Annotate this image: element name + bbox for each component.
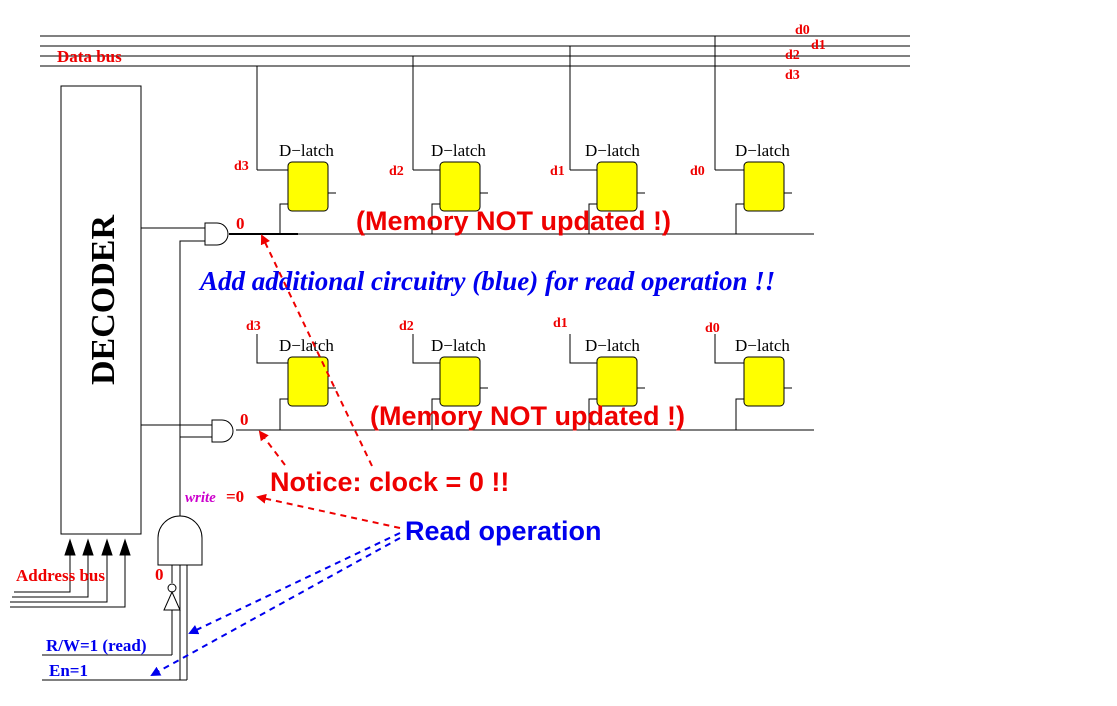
en-label: En=1 bbox=[49, 661, 88, 680]
data-bus-label: Data bus bbox=[57, 47, 122, 66]
svg-text:d0: d0 bbox=[705, 321, 720, 336]
svg-text:d2: d2 bbox=[399, 319, 414, 334]
inverter-triangle bbox=[163, 590, 181, 611]
rw-label: R/W=1 (read) bbox=[46, 636, 147, 655]
write-and-gate bbox=[157, 515, 203, 566]
bus-bit-label: d1 bbox=[811, 38, 826, 53]
d-latch: D−latch d2 bbox=[389, 141, 488, 234]
svg-text:D−latch: D−latch bbox=[735, 336, 790, 355]
d-latch: D−latch d0 bbox=[705, 321, 792, 430]
svg-text:D−latch: D−latch bbox=[735, 141, 790, 160]
bus-taps bbox=[256, 36, 716, 170]
svg-text:D−latch: D−latch bbox=[431, 336, 486, 355]
latch-row-2: D−latch d3 D−latch d2 D−latch d1 D−latch bbox=[246, 316, 792, 430]
data-bus bbox=[40, 35, 910, 67]
read-operation-label: Read operation bbox=[405, 516, 602, 546]
svg-text:d1: d1 bbox=[553, 316, 568, 331]
svg-text:d3: d3 bbox=[246, 319, 261, 334]
bus-bit-label: d2 bbox=[785, 48, 800, 63]
bus-bit-label: d3 bbox=[785, 68, 800, 83]
d-latch: D−latch d3 bbox=[246, 319, 336, 430]
svg-text:d1: d1 bbox=[550, 164, 565, 179]
address-bus-label: Address bus bbox=[16, 566, 105, 585]
clock-value: 0 bbox=[240, 410, 249, 429]
svg-text:d0: d0 bbox=[690, 164, 705, 179]
memory-not-updated-1: (Memory NOT updated !) bbox=[356, 206, 671, 236]
d-latch: D−latch d1 bbox=[553, 316, 645, 430]
row2-clock bbox=[141, 424, 814, 438]
gate-input-value: 0 bbox=[155, 565, 164, 584]
svg-text:D−latch: D−latch bbox=[279, 336, 334, 355]
read-arrows bbox=[150, 532, 401, 676]
svg-text:d2: d2 bbox=[389, 164, 404, 179]
decoder-label: DECODER bbox=[85, 215, 122, 385]
svg-text:D−latch: D−latch bbox=[585, 336, 640, 355]
d-latch: D−latch d3 bbox=[234, 141, 336, 234]
d-latch: D−latch d0 bbox=[690, 141, 792, 234]
notice-arrows bbox=[256, 234, 401, 529]
write-word: write bbox=[185, 490, 216, 506]
decoder-block bbox=[60, 85, 142, 535]
clock-value: 0 bbox=[236, 214, 245, 233]
svg-text:d3: d3 bbox=[234, 159, 249, 174]
latch-row-1: D−latch d3 D−latch d2 D−latch d1 D−latch bbox=[234, 141, 792, 234]
and-gate bbox=[204, 222, 229, 246]
address-bus bbox=[10, 538, 131, 608]
d-latch: D−latch d1 bbox=[550, 141, 645, 234]
d-latch: D−latch d2 bbox=[399, 319, 488, 430]
memory-not-updated-2: (Memory NOT updated !) bbox=[370, 401, 685, 431]
write-value: =0 bbox=[226, 487, 244, 506]
svg-text:D−latch: D−latch bbox=[431, 141, 486, 160]
bus-bit-label: d0 bbox=[795, 23, 810, 38]
svg-text:D−latch: D−latch bbox=[279, 141, 334, 160]
notice-label: Notice: clock = 0 !! bbox=[270, 467, 509, 497]
and-gate bbox=[211, 419, 234, 443]
add-circuitry-note: Add additional circuitry (blue) for read… bbox=[198, 266, 775, 296]
svg-text:D−latch: D−latch bbox=[585, 141, 640, 160]
